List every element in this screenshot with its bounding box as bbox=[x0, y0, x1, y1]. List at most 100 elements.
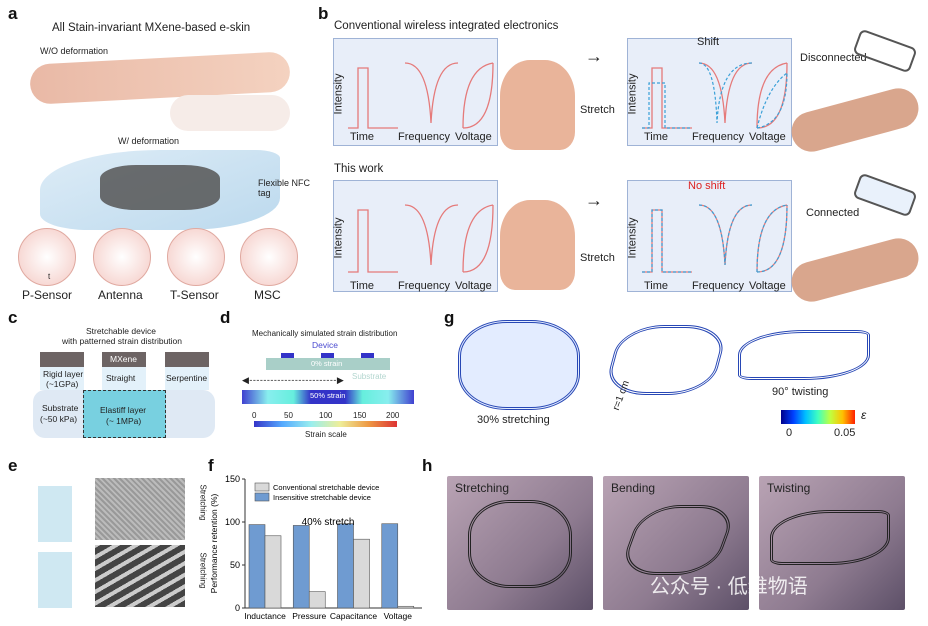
no-shift-label: No shift bbox=[688, 180, 726, 192]
zero-strain-label: 0% strain bbox=[311, 359, 343, 368]
stretching-30-label: 30% stretching bbox=[477, 414, 550, 426]
mxene-block bbox=[40, 352, 84, 367]
conventional-title: Conventional wireless integrated electro… bbox=[334, 20, 559, 32]
xlabel-voltage: Voltage bbox=[455, 280, 492, 292]
arrow-right-icon: → bbox=[585, 190, 603, 210]
hand-illustration-1 bbox=[500, 60, 575, 150]
xlabel-frequency: Frequency bbox=[398, 280, 450, 292]
battery-icon bbox=[240, 228, 298, 286]
y-axis-label: Performance retention (%) bbox=[209, 493, 219, 593]
strain-colorbar-g bbox=[781, 410, 855, 424]
photo-bending bbox=[603, 476, 749, 610]
substrate-label: Substrate bbox=[42, 403, 79, 413]
panel-d-title: Mechanically simulated strain distributi… bbox=[252, 329, 398, 338]
photo-label-stretching: Stretching bbox=[455, 481, 510, 495]
phone-icon-disconnected bbox=[852, 28, 918, 74]
y-tick-label: 150 bbox=[225, 474, 240, 484]
x-tick-label: Capacitance bbox=[330, 611, 378, 621]
panel-a-label: a bbox=[8, 4, 18, 23]
ylabel-intensity: Intensity bbox=[626, 217, 639, 259]
stretched-coil bbox=[468, 500, 572, 588]
device-label: Device bbox=[312, 340, 338, 350]
x-tick-label: Voltage bbox=[384, 611, 413, 621]
y-tick-label: 0 bbox=[235, 603, 240, 613]
bar-capacitance-conventional bbox=[353, 538, 370, 609]
rigid-modulus-label: (~1GPa) bbox=[46, 379, 79, 389]
stretch-label-1: Stretch bbox=[580, 104, 615, 116]
twisting-90-label: 90° twisting bbox=[772, 386, 829, 398]
hand-illustration-2 bbox=[500, 200, 575, 290]
photo-label-twisting: Twisting bbox=[767, 481, 811, 495]
graph-axes-conv-after bbox=[642, 62, 788, 129]
elastiff-layer-label: Elastiff layer bbox=[100, 405, 147, 415]
p-sensor-icon bbox=[18, 228, 76, 286]
bar-voltage-insensitive bbox=[381, 523, 399, 609]
watermark: 公众号 · 低维物语 bbox=[650, 576, 808, 598]
elastiff-layer-block bbox=[83, 390, 166, 438]
substrate-label-d: Substrate bbox=[352, 372, 387, 381]
unstrained-substrate bbox=[266, 358, 390, 370]
chart-title: 40% stretch bbox=[302, 517, 355, 528]
panel-c-label: c bbox=[8, 308, 18, 327]
device-block bbox=[361, 353, 374, 358]
scale-tick: 200 bbox=[386, 411, 400, 420]
phone-icon-connected bbox=[852, 172, 918, 218]
graph-axes-conv-before bbox=[348, 62, 494, 129]
legend-swatch bbox=[254, 492, 270, 502]
bar-inductance-insensitive bbox=[248, 524, 266, 609]
ylabel-intensity: Intensity bbox=[626, 73, 639, 115]
xlabel-time: Time bbox=[644, 280, 669, 292]
elastiff-modulus-label: (~ 1MPa) bbox=[106, 416, 142, 426]
mxene-block bbox=[102, 352, 146, 367]
legend-swatch bbox=[254, 482, 270, 492]
arrow-right-icon: → bbox=[585, 46, 603, 66]
substrate-modulus-label: (~50 kPa) bbox=[40, 414, 78, 424]
thermometer-icon bbox=[167, 228, 225, 286]
arm-illustration-disconnected bbox=[787, 83, 923, 157]
panel-c-title-1: Stretchable device bbox=[86, 326, 156, 336]
strain-scale-label: Strain scale bbox=[305, 430, 347, 439]
graph-axes-work-before bbox=[348, 204, 494, 273]
ylabel-intensity: Intensity bbox=[332, 73, 345, 115]
scale-tick: 150 bbox=[353, 411, 367, 420]
xlabel-frequency: Frequency bbox=[398, 131, 450, 143]
twisted-coil bbox=[770, 510, 890, 565]
device-cluster bbox=[100, 165, 220, 210]
this-work-title: This work bbox=[334, 163, 384, 175]
strain-colorbar bbox=[254, 421, 397, 427]
xlabel-voltage: Voltage bbox=[455, 131, 492, 143]
bar-capacitance-insensitive bbox=[337, 523, 354, 609]
layer-block bbox=[165, 367, 209, 390]
panel-a-title: All Stain-invariant MXene-based e-skin bbox=[52, 22, 251, 34]
layer-block bbox=[40, 367, 84, 390]
disconnected-label: Disconnected bbox=[800, 52, 867, 64]
colorbar-symbol: ε bbox=[861, 408, 867, 422]
sensor-label-t: T-Sensor bbox=[170, 288, 219, 302]
stretch-label-2: Stretch bbox=[580, 252, 615, 264]
y-tick-label: 100 bbox=[225, 517, 240, 527]
panel-e-label: e bbox=[8, 456, 18, 475]
device-block bbox=[281, 353, 294, 358]
scale-tick: 100 bbox=[319, 411, 333, 420]
sem-image-straight bbox=[95, 478, 185, 540]
colorbar-min: 0 bbox=[786, 427, 793, 439]
this-work-graphs-after bbox=[627, 180, 792, 292]
arm-illustration-connected bbox=[787, 233, 923, 307]
stretched-device-image bbox=[458, 320, 580, 410]
sensor-t-axis: t bbox=[48, 272, 51, 281]
xlabel-voltage: Voltage bbox=[749, 280, 786, 292]
bar-pressure-insensitive bbox=[292, 525, 310, 609]
device-schematic-1 bbox=[38, 486, 72, 542]
panel-b-label: b bbox=[318, 4, 329, 23]
ylabel-intensity: Intensity bbox=[332, 217, 345, 259]
panel-c-title-2: with patterned strain distribution bbox=[62, 336, 183, 346]
xlabel-voltage: Voltage bbox=[749, 131, 786, 143]
stretch-arrow-icon: ◀ - - - - - - - - - - - - - - - - - - - … bbox=[242, 375, 344, 385]
mxene-block bbox=[165, 352, 209, 367]
xlabel-time: Time bbox=[350, 280, 375, 292]
xlabel-time: Time bbox=[644, 131, 669, 143]
straight-label: Straight bbox=[106, 373, 136, 383]
scale-tick: 50 bbox=[284, 411, 293, 420]
panel-g-label: g bbox=[444, 308, 455, 327]
device-schematic-2 bbox=[38, 552, 72, 608]
